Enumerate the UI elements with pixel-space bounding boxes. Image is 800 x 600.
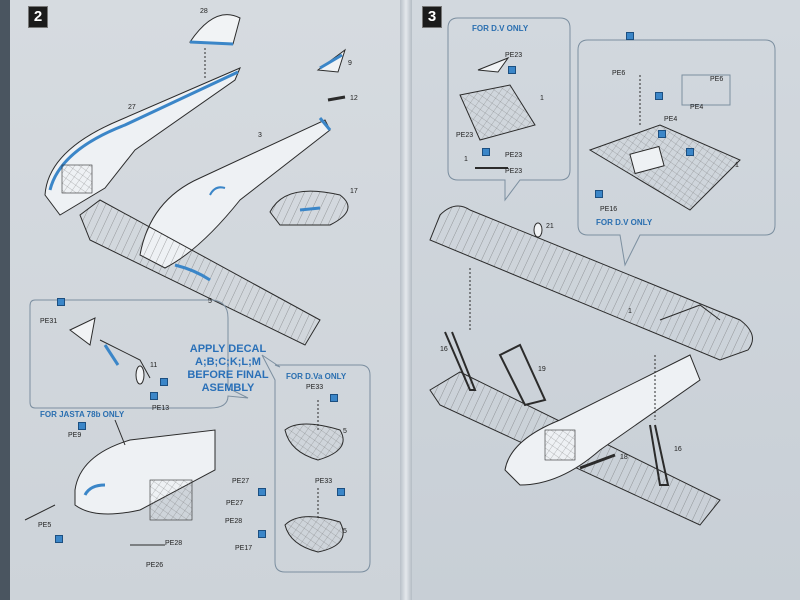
part-label-17: 17 xyxy=(350,188,358,195)
part-28-headrest xyxy=(189,14,241,45)
part-27-fuselage-half xyxy=(44,67,241,216)
for-dv-note-top: FOR D.V ONLY xyxy=(472,24,529,33)
pe-label-23c: PE23 xyxy=(505,152,523,159)
pe-label-28b: PE28 xyxy=(165,540,183,547)
part-label-9: 9 xyxy=(348,60,352,67)
pe-label-4a: PE4 xyxy=(664,116,678,123)
ref-badge xyxy=(626,32,634,40)
ref-badge xyxy=(330,394,338,402)
ref-badge xyxy=(595,190,603,198)
for-dva-note: FOR D.Va ONLY xyxy=(286,372,347,381)
page-gutter xyxy=(400,0,412,600)
part-label-1c: 1 xyxy=(735,162,739,169)
ref-badge xyxy=(482,148,490,156)
cockpit-assembly xyxy=(74,429,216,515)
ref-badge xyxy=(78,422,86,430)
part-label-21: 21 xyxy=(546,223,554,230)
ref-badge xyxy=(655,92,663,100)
part-label-11: 11 xyxy=(150,362,158,369)
part-label-28: 28 xyxy=(200,8,208,15)
pe-label-9: PE9 xyxy=(68,432,82,439)
part-label-5b: 5 xyxy=(343,428,347,435)
part-label-1a: 1 xyxy=(540,95,544,102)
pe-label-6a: PE6 xyxy=(612,70,626,77)
ref-badge xyxy=(258,488,266,496)
pe-label-4b: PE4 xyxy=(690,104,704,111)
pe-label-5: PE5 xyxy=(38,522,52,529)
part-label-1b: 1 xyxy=(464,156,468,163)
ref-badge xyxy=(55,535,63,543)
callout-bubble-dva xyxy=(261,354,371,573)
pe-label-23a: PE23 xyxy=(505,52,523,59)
step-number-3: 3 xyxy=(422,6,442,28)
part-label-3: 3 xyxy=(258,132,262,139)
part-label-5c: 5 xyxy=(343,528,347,535)
ref-badge xyxy=(337,488,345,496)
callout-bubble-left xyxy=(29,299,249,409)
for-dv-note-bottom: FOR D.V ONLY xyxy=(596,218,653,227)
step-number-2: 2 xyxy=(28,6,48,28)
pe-label-16: PE16 xyxy=(600,206,618,213)
part-label-12: 12 xyxy=(350,95,358,102)
pe-label-31: PE31 xyxy=(40,318,58,325)
dva-floor-panel-1 xyxy=(284,423,344,461)
strut-19 xyxy=(498,343,547,407)
pe-label-17: PE17 xyxy=(235,545,253,552)
part-label-16a: 16 xyxy=(440,346,448,353)
callout-bubble-dv-right xyxy=(577,39,776,267)
dv-wing-section-right xyxy=(588,124,741,211)
pe-label-23d: PE23 xyxy=(505,168,523,175)
part-12 xyxy=(327,95,346,102)
part-1-upper-wing xyxy=(429,205,753,361)
for-jasta-note: FOR JASTA 78b ONLY xyxy=(40,410,125,419)
part-label-27: 27 xyxy=(128,104,136,111)
ref-badge xyxy=(658,130,666,138)
ref-badge xyxy=(508,66,516,74)
ref-badge xyxy=(150,392,158,400)
pe-label-27b: PE27 xyxy=(226,500,244,507)
ref-badge xyxy=(160,378,168,386)
part-18 xyxy=(579,453,616,470)
pe-label-6b: PE6 xyxy=(710,76,724,83)
dva-floor-panel-2 xyxy=(284,516,344,553)
pe-label-23b: PE23 xyxy=(456,132,474,139)
pe-label-33a: PE33 xyxy=(306,384,324,391)
strut-16-right xyxy=(649,424,670,486)
callout-bubble-dv-top xyxy=(447,17,571,202)
pe-label-13: PE13 xyxy=(152,405,170,412)
part-label-16b: 16 xyxy=(674,446,682,453)
part-label-18: 18 xyxy=(620,454,628,461)
decal-instruction-note: APPLY DECAL A;B;C;K;L;M BEFORE FINAL ASE… xyxy=(187,343,269,394)
pe-label-26: PE26 xyxy=(146,562,164,569)
ref-badge xyxy=(686,148,694,156)
dv-wing-section-top xyxy=(459,84,536,141)
pe-label-33b: PE33 xyxy=(315,478,333,485)
ref-badge xyxy=(57,298,65,306)
pe-label-27a: PE27 xyxy=(232,478,250,485)
strut-16-left xyxy=(444,331,477,391)
part-label-19: 19 xyxy=(538,366,546,373)
part-label-5: 5 xyxy=(208,298,212,305)
part-label-1d: 1 xyxy=(628,308,632,315)
ref-badge xyxy=(258,530,266,538)
pe-label-28a: PE28 xyxy=(225,518,243,525)
